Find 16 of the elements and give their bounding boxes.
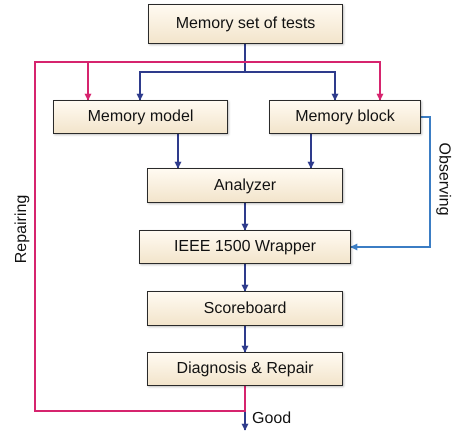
arrow	[244, 44, 338, 101]
arrow	[242, 326, 248, 353]
edge-label: Observing	[434, 140, 452, 218]
arrow	[174, 134, 182, 169]
process-box: IEEE 1500 Wrapper	[139, 230, 351, 264]
process-box: Memory model	[53, 100, 228, 134]
process-box: Diagnosis & Repair	[147, 352, 343, 386]
process-box: Scoreboard	[147, 291, 343, 326]
process-box: Memory block	[269, 100, 421, 134]
arrow	[308, 134, 314, 169]
arrow	[350, 116, 431, 250]
arrow	[242, 264, 248, 292]
process-box: Memory set of tests	[148, 4, 343, 44]
arrow	[34, 61, 384, 412]
arrow	[242, 203, 248, 231]
process-box: Analyzer	[147, 168, 343, 203]
